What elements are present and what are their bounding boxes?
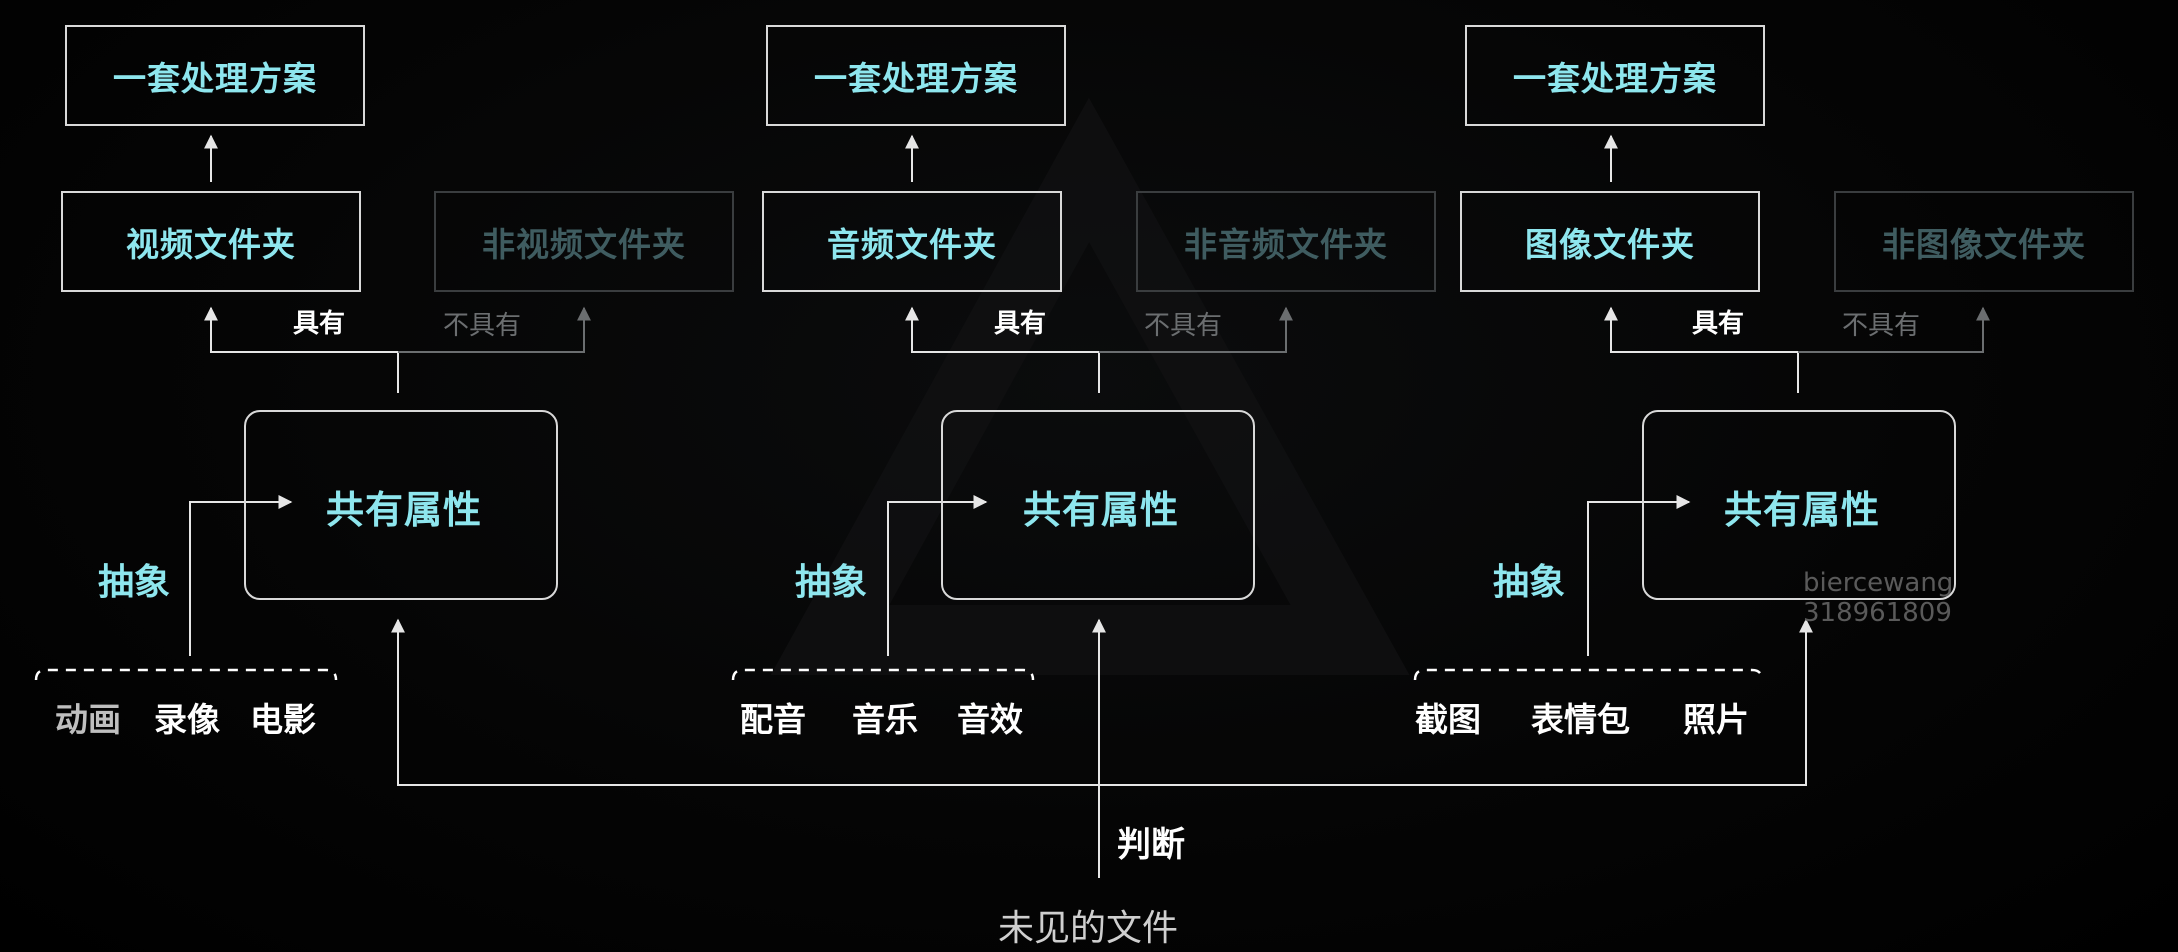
non-audio-folder-box: 非音频文件夹 xyxy=(1136,191,1436,292)
abstract-label-2: 抽象 xyxy=(795,561,868,603)
abstract-arrow-1 xyxy=(189,495,293,656)
item-animation: 动画 xyxy=(55,700,121,739)
has-label-2: 具有 xyxy=(994,309,1047,339)
common-attribute-box-1: 共有属性 xyxy=(244,410,558,600)
judge-bus-line xyxy=(391,618,1813,786)
abstract-arrow-2 xyxy=(887,495,988,656)
has-branch-3 xyxy=(1604,306,1799,393)
common-attribute-box-2: 共有属性 xyxy=(941,410,1255,600)
item-bracket-2 xyxy=(731,668,1035,681)
image-folder-box: 图像文件夹 xyxy=(1460,191,1760,292)
not-has-branch-3 xyxy=(1798,306,1990,353)
has-label-3: 具有 xyxy=(1692,309,1745,339)
item-sticker: 表情包 xyxy=(1531,700,1630,739)
item-bracket-3 xyxy=(1413,668,1764,681)
common-attribute-label-2: 共有属性 xyxy=(1023,487,1180,532)
watermark-id: 318961809 xyxy=(1803,598,1952,628)
judge-label: 判断 xyxy=(1117,825,1185,865)
audio-folder-box: 音频文件夹 xyxy=(762,191,1062,292)
item-photo: 照片 xyxy=(1683,700,1749,739)
not-has-label-3: 不具有 xyxy=(1842,311,1921,341)
common-attribute-label-3: 共有属性 xyxy=(1724,487,1881,532)
common-attribute-label-1: 共有属性 xyxy=(326,487,483,532)
not-has-label-2: 不具有 xyxy=(1144,311,1223,341)
not-has-label-1: 不具有 xyxy=(443,311,522,341)
watermark-name: biercewang xyxy=(1803,568,1954,598)
video-folder-box: 视频文件夹 xyxy=(61,191,361,292)
non-image-folder-box: 非图像文件夹 xyxy=(1834,191,2134,292)
item-dubbing: 配音 xyxy=(740,700,806,739)
has-label-1: 具有 xyxy=(293,309,346,339)
not-has-branch-2 xyxy=(1099,306,1293,353)
background-logo-shape xyxy=(770,97,1410,675)
common-attribute-box-3: 共有属性 xyxy=(1642,410,1956,600)
plan-box-3: 一套处理方案 xyxy=(1465,25,1765,126)
not-has-branch-1 xyxy=(398,306,591,353)
plan-box-2: 一套处理方案 xyxy=(766,25,1066,126)
abstract-label-1: 抽象 xyxy=(98,561,171,603)
item-sound-effect: 音效 xyxy=(957,700,1023,739)
abstract-label-3: 抽象 xyxy=(1493,561,1566,603)
abstract-arrow-3 xyxy=(1587,495,1691,656)
has-branch-2 xyxy=(905,306,1100,393)
item-music: 音乐 xyxy=(852,700,918,739)
item-recording: 录像 xyxy=(154,700,220,739)
plan-box-1: 一套处理方案 xyxy=(65,25,365,126)
unseen-file-label: 未见的文件 xyxy=(998,908,1179,949)
has-branch-1 xyxy=(204,306,399,393)
watermark: biercewang 318961809 xyxy=(1803,568,1953,628)
item-movie: 电影 xyxy=(250,700,316,739)
non-video-folder-box: 非视频文件夹 xyxy=(434,191,734,292)
item-screenshot: 截图 xyxy=(1415,700,1481,739)
item-bracket-1 xyxy=(34,668,338,681)
